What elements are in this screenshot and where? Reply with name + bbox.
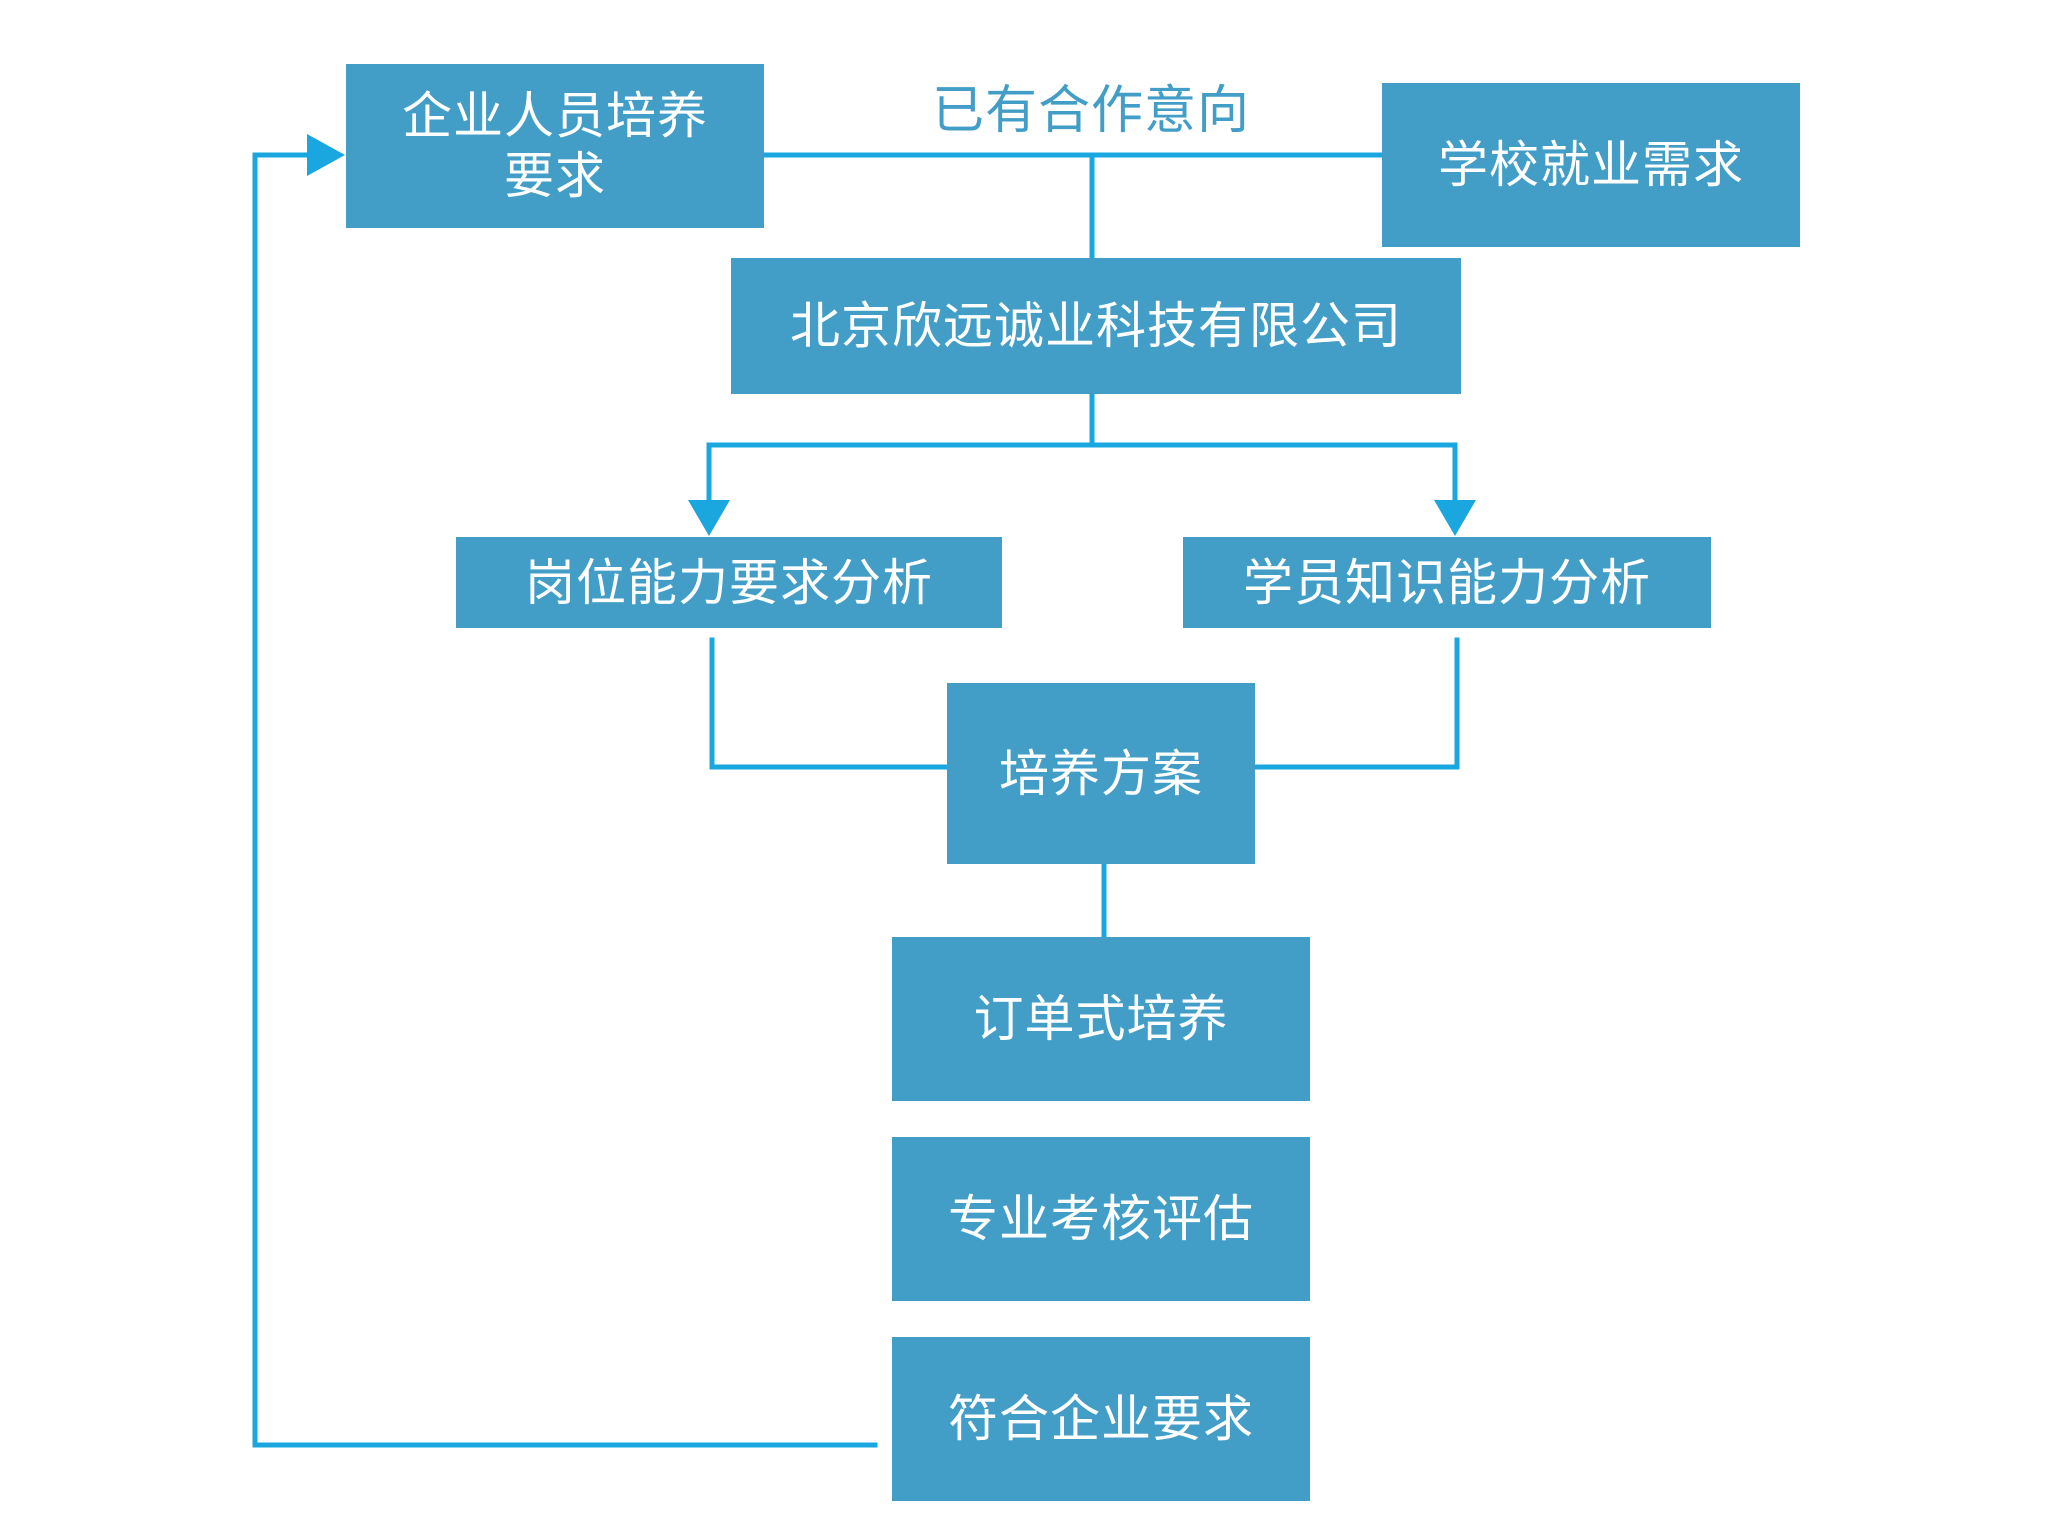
training-plan-box: 培养方案 bbox=[947, 683, 1255, 864]
arrowhead-left-branch bbox=[688, 500, 730, 536]
connector-right-to-plan bbox=[1252, 637, 1460, 770]
enterprise-requirement-box: 企业人员培养 要求 bbox=[346, 64, 764, 228]
order-training-box: 订单式培养 bbox=[892, 937, 1310, 1101]
enterprise-requirement-line2: 要求 bbox=[504, 147, 606, 205]
student-analysis-box: 学员知识能力分析 bbox=[1183, 537, 1711, 628]
intention-label: 已有合作意向 bbox=[932, 81, 1251, 141]
meets-requirement-box: 符合企业要求 bbox=[892, 1337, 1310, 1501]
arrowhead-right-branch bbox=[1434, 500, 1476, 536]
professional-assessment-box: 专业考核评估 bbox=[892, 1137, 1310, 1301]
school-demand-box: 学校就业需求 bbox=[1382, 83, 1800, 247]
enterprise-requirement-line1: 企业人员培养 bbox=[402, 87, 708, 145]
connector-feedback-loop bbox=[252, 152, 878, 1448]
company-box: 北京欣远诚业科技有限公司 bbox=[731, 258, 1461, 394]
connector-left-to-plan bbox=[709, 637, 950, 770]
arrowhead-feedback bbox=[307, 134, 345, 176]
position-analysis-box: 岗位能力要求分析 bbox=[456, 537, 1002, 628]
